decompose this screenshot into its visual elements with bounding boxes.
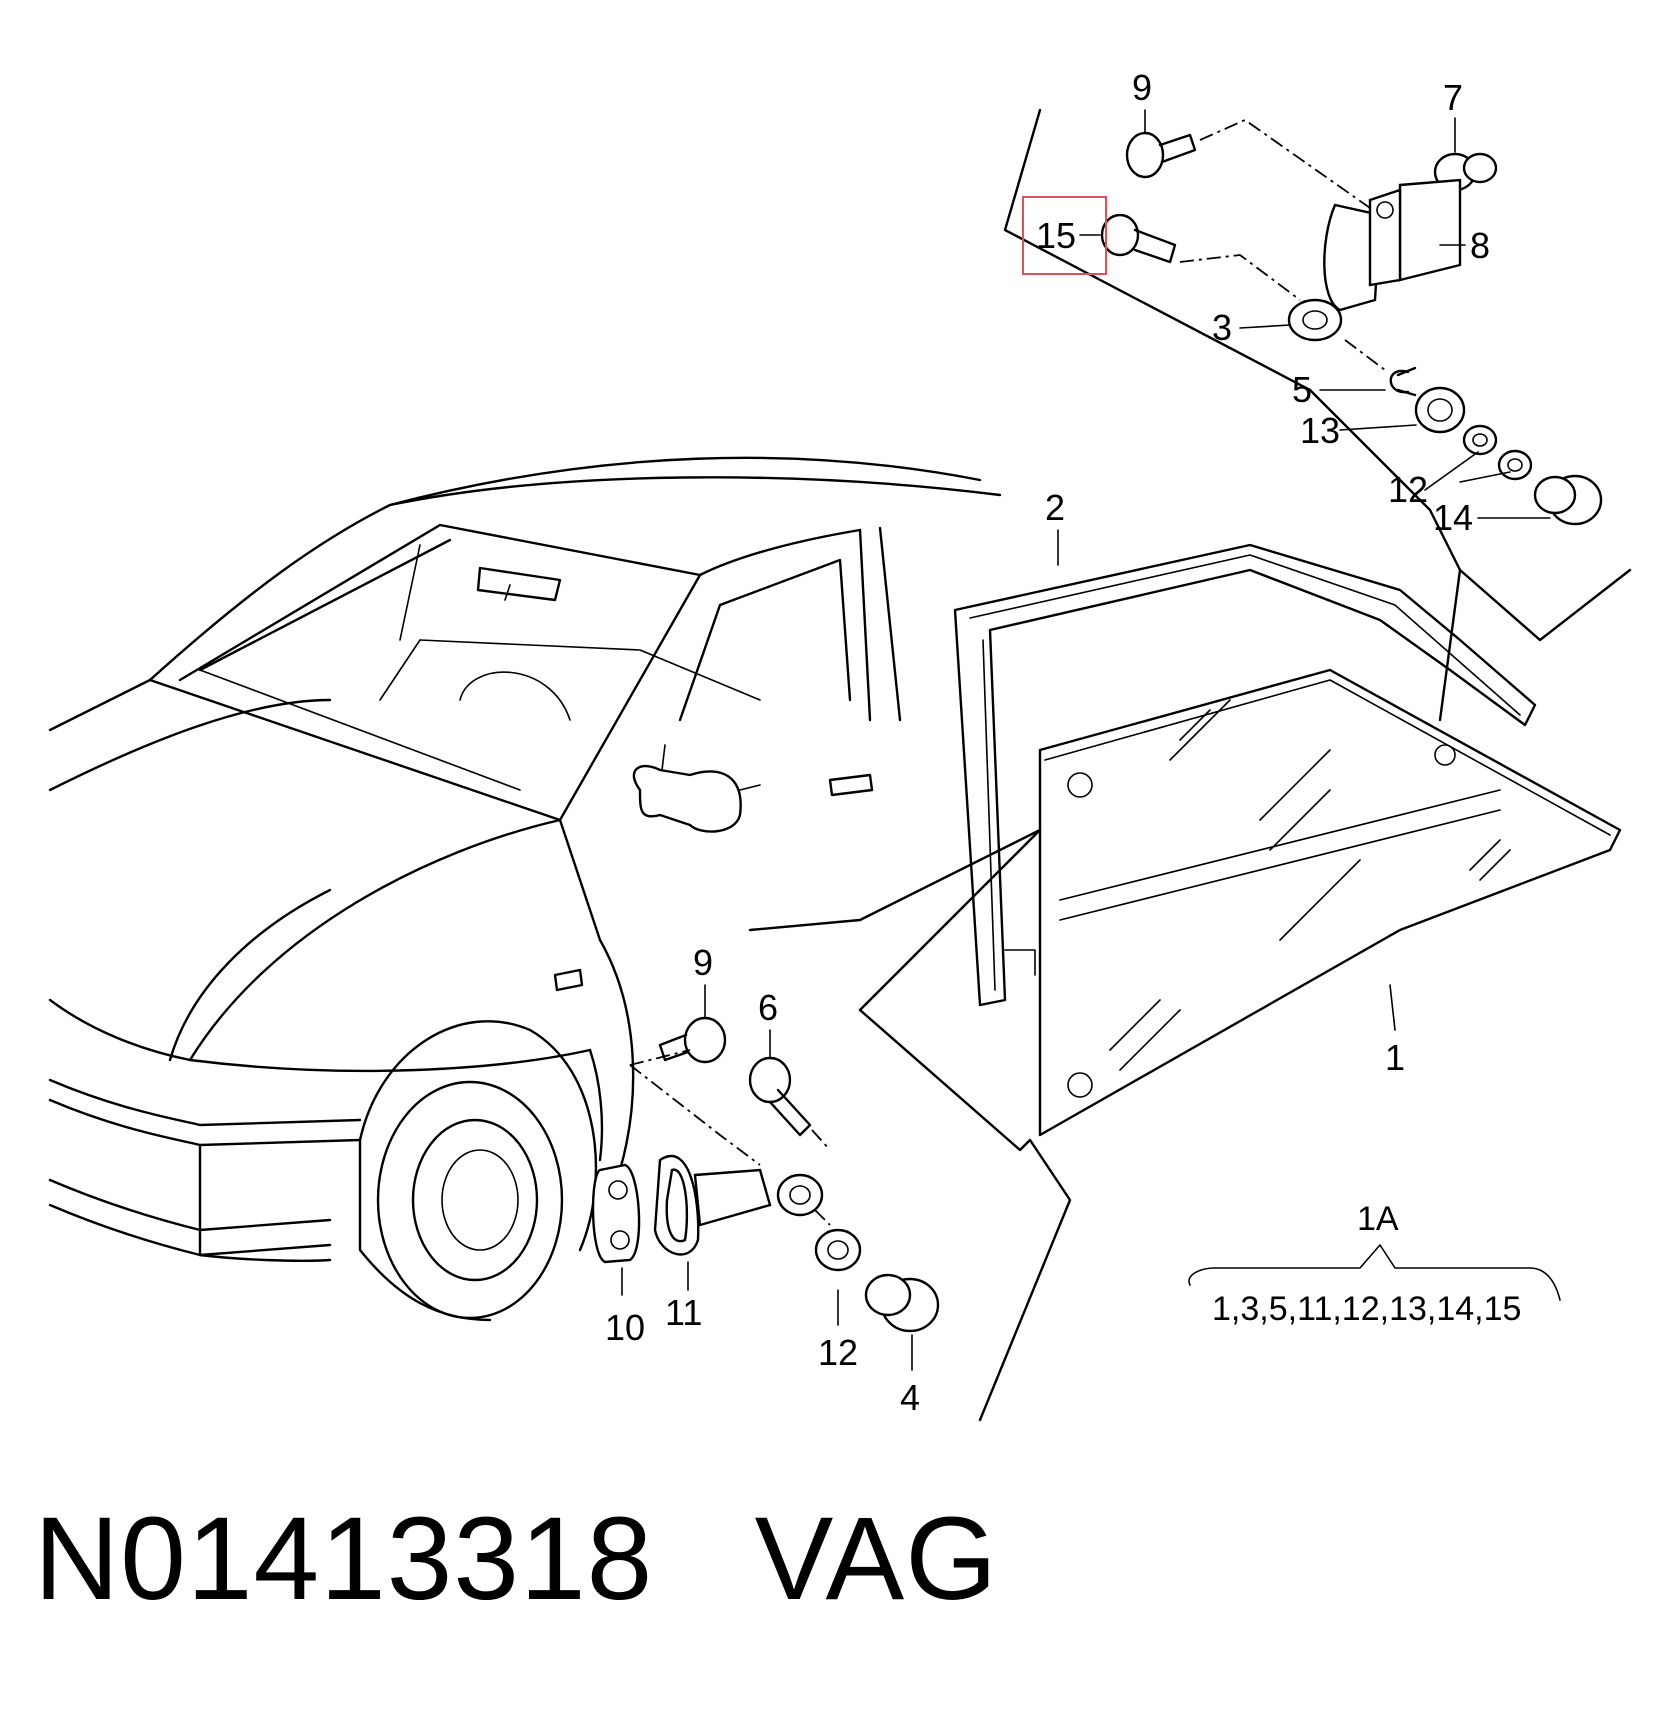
detail-boundary bbox=[748, 108, 1632, 1422]
callout-11: 11 bbox=[665, 1292, 702, 1333]
callout-6: 6 bbox=[758, 987, 778, 1028]
group-members: 1,3,5,11,12,13,14,15 bbox=[1212, 1290, 1521, 1328]
part-number: N01413318 bbox=[34, 1493, 654, 1625]
callout-9-bottom: 9 bbox=[693, 942, 713, 983]
brand-name: VAG bbox=[754, 1493, 999, 1625]
callout-15: 15 bbox=[1036, 215, 1076, 256]
callout-labels: 9 7 15 8 3 5 13 12 14 2 1 9 6 10 11 12 4 bbox=[605, 67, 1490, 1418]
callout-3: 3 bbox=[1212, 307, 1232, 348]
callout-13: 13 bbox=[1300, 410, 1340, 451]
callout-8: 8 bbox=[1470, 225, 1490, 266]
group-legend-1a: 1A 1,3,5,11,12,13,14,15 bbox=[1188, 1200, 1561, 1328]
callout-7: 7 bbox=[1443, 77, 1463, 118]
callout-10: 10 bbox=[605, 1307, 645, 1348]
part-number-caption: N01413318 VAG bbox=[34, 1500, 998, 1618]
callout-5: 5 bbox=[1292, 369, 1312, 410]
callout-12-bottom: 12 bbox=[818, 1332, 858, 1373]
callout-14: 14 bbox=[1433, 497, 1473, 538]
door-glass-part-1 bbox=[1038, 668, 1622, 1137]
leader-lines bbox=[621, 109, 1551, 1371]
callout-1: 1 bbox=[1385, 1037, 1405, 1078]
lower-hinge-assembly bbox=[591, 1016, 940, 1333]
door-seal-part-2 bbox=[953, 543, 1537, 1007]
car-illustration bbox=[48, 456, 1002, 1322]
callout-9-top: 9 bbox=[1132, 67, 1152, 108]
callout-4: 4 bbox=[900, 1377, 920, 1418]
callout-12-top: 12 bbox=[1388, 469, 1428, 510]
highlight-box bbox=[1022, 196, 1107, 275]
group-label: 1A bbox=[1357, 1200, 1399, 1238]
callout-2: 2 bbox=[1045, 487, 1065, 528]
upper-hinge-assembly bbox=[1100, 118, 1603, 526]
